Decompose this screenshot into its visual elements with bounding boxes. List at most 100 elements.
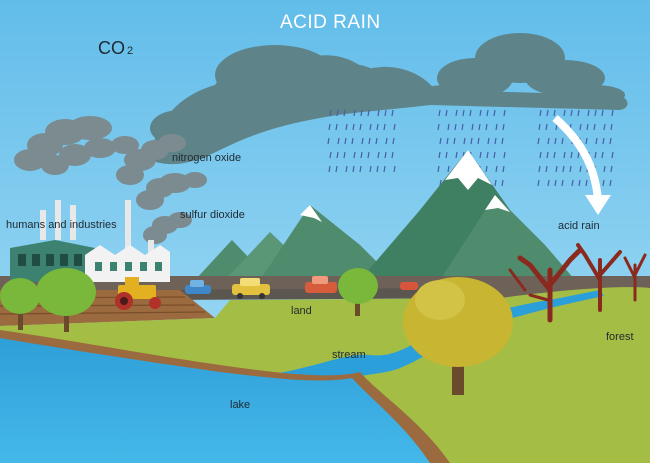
- rain-drop: [375, 137, 378, 145]
- rain-drop: [594, 109, 597, 117]
- rain-drop: [470, 137, 473, 145]
- rain-drop: [393, 165, 396, 173]
- rain-drop: [446, 137, 449, 145]
- rain-drop: [577, 151, 580, 159]
- lake-label: lake: [230, 399, 251, 411]
- rain-drop: [445, 151, 448, 159]
- rain-drop: [537, 137, 540, 145]
- rain-drop: [461, 123, 464, 131]
- rain-drop: [611, 109, 614, 117]
- rain-drop: [545, 123, 548, 131]
- rain-drop: [554, 179, 557, 187]
- rain-drop: [336, 151, 339, 159]
- rain-drop: [569, 165, 572, 173]
- rain-drop: [563, 151, 566, 159]
- rain-drop: [344, 137, 347, 145]
- rain-drop: [327, 137, 330, 145]
- rain-drop: [562, 165, 565, 173]
- rain-drop: [367, 109, 370, 117]
- rain-drop: [438, 151, 441, 159]
- rain-drop: [335, 123, 338, 131]
- rain-drop: [454, 123, 457, 131]
- rain-drop: [478, 123, 481, 131]
- rain-drop: [337, 137, 340, 145]
- forest-label: forest: [606, 331, 634, 343]
- rain-drop: [462, 109, 465, 117]
- rain-drop: [485, 123, 488, 131]
- rain-drop: [493, 151, 496, 159]
- nitrogen-oxide-label: nitrogen oxide: [172, 152, 242, 164]
- rain-drop: [547, 179, 550, 187]
- rain-drop: [503, 151, 506, 159]
- rain-drop: [579, 165, 582, 173]
- rain-drop: [438, 109, 441, 117]
- stream-label: stream: [332, 349, 366, 361]
- co2-base: CO: [98, 38, 125, 58]
- rain-drop: [570, 109, 573, 117]
- co2-subscript: 2: [127, 45, 134, 57]
- rain-drop: [437, 123, 440, 131]
- rain-drop: [477, 137, 480, 145]
- rain-drop: [453, 137, 456, 145]
- mountains: [195, 150, 575, 280]
- rain-drop: [369, 123, 372, 131]
- rain-drop: [360, 151, 363, 159]
- rain-drop: [609, 179, 612, 187]
- smoke-plumes: [14, 116, 207, 244]
- rain-drop: [485, 165, 488, 173]
- rain-drop: [437, 165, 440, 173]
- cloud-cluster: [150, 33, 628, 165]
- rain-drop: [328, 123, 331, 131]
- rain-drop: [610, 165, 613, 173]
- rain-drop: [493, 109, 496, 117]
- rain-drop: [501, 179, 504, 187]
- rain-drop: [487, 137, 490, 145]
- rain-drop: [538, 165, 541, 173]
- rain-drop: [479, 151, 482, 159]
- cars: [185, 276, 418, 299]
- rain-drop: [377, 151, 380, 159]
- diagram-title: ACID RAIN: [280, 12, 381, 33]
- rain-drop: [609, 137, 612, 145]
- rain-drop: [447, 123, 450, 131]
- rain-drop: [369, 165, 372, 173]
- green-trees: [0, 268, 378, 332]
- rain-drop: [579, 123, 582, 131]
- rain-drop: [570, 151, 573, 159]
- rain-drop: [343, 109, 346, 117]
- rain-drop: [577, 109, 580, 117]
- rain-drop: [610, 123, 613, 131]
- rain-drop: [384, 151, 387, 159]
- rain-drop: [352, 165, 355, 173]
- rain-drop: [494, 137, 497, 145]
- rain-drop: [471, 123, 474, 131]
- rain-drop: [594, 151, 597, 159]
- rain-drop: [503, 109, 506, 117]
- rain-drop: [578, 179, 581, 187]
- rain-drop: [587, 109, 590, 117]
- rain-drop: [351, 137, 354, 145]
- rain-drop: [546, 109, 549, 117]
- rain-drop: [501, 137, 504, 145]
- rain-drop: [345, 165, 348, 173]
- rain-drop: [377, 109, 380, 117]
- rain-drop: [479, 109, 482, 117]
- rain-drop: [586, 123, 589, 131]
- rain-drop: [502, 165, 505, 173]
- rain-drop: [376, 123, 379, 131]
- rain-drop: [463, 137, 466, 145]
- rain-drop: [601, 151, 604, 159]
- rain-drop: [553, 109, 556, 117]
- rain-drop: [455, 151, 458, 159]
- rain-drop: [545, 165, 548, 173]
- rain-drop: [538, 123, 541, 131]
- rain-drop: [611, 151, 614, 159]
- rain-drop: [595, 137, 598, 145]
- rain-drops: [327, 109, 614, 187]
- rain-drop: [561, 179, 564, 187]
- rain-drop: [352, 123, 355, 131]
- rain-drop: [561, 137, 564, 145]
- lake-water: [0, 338, 430, 463]
